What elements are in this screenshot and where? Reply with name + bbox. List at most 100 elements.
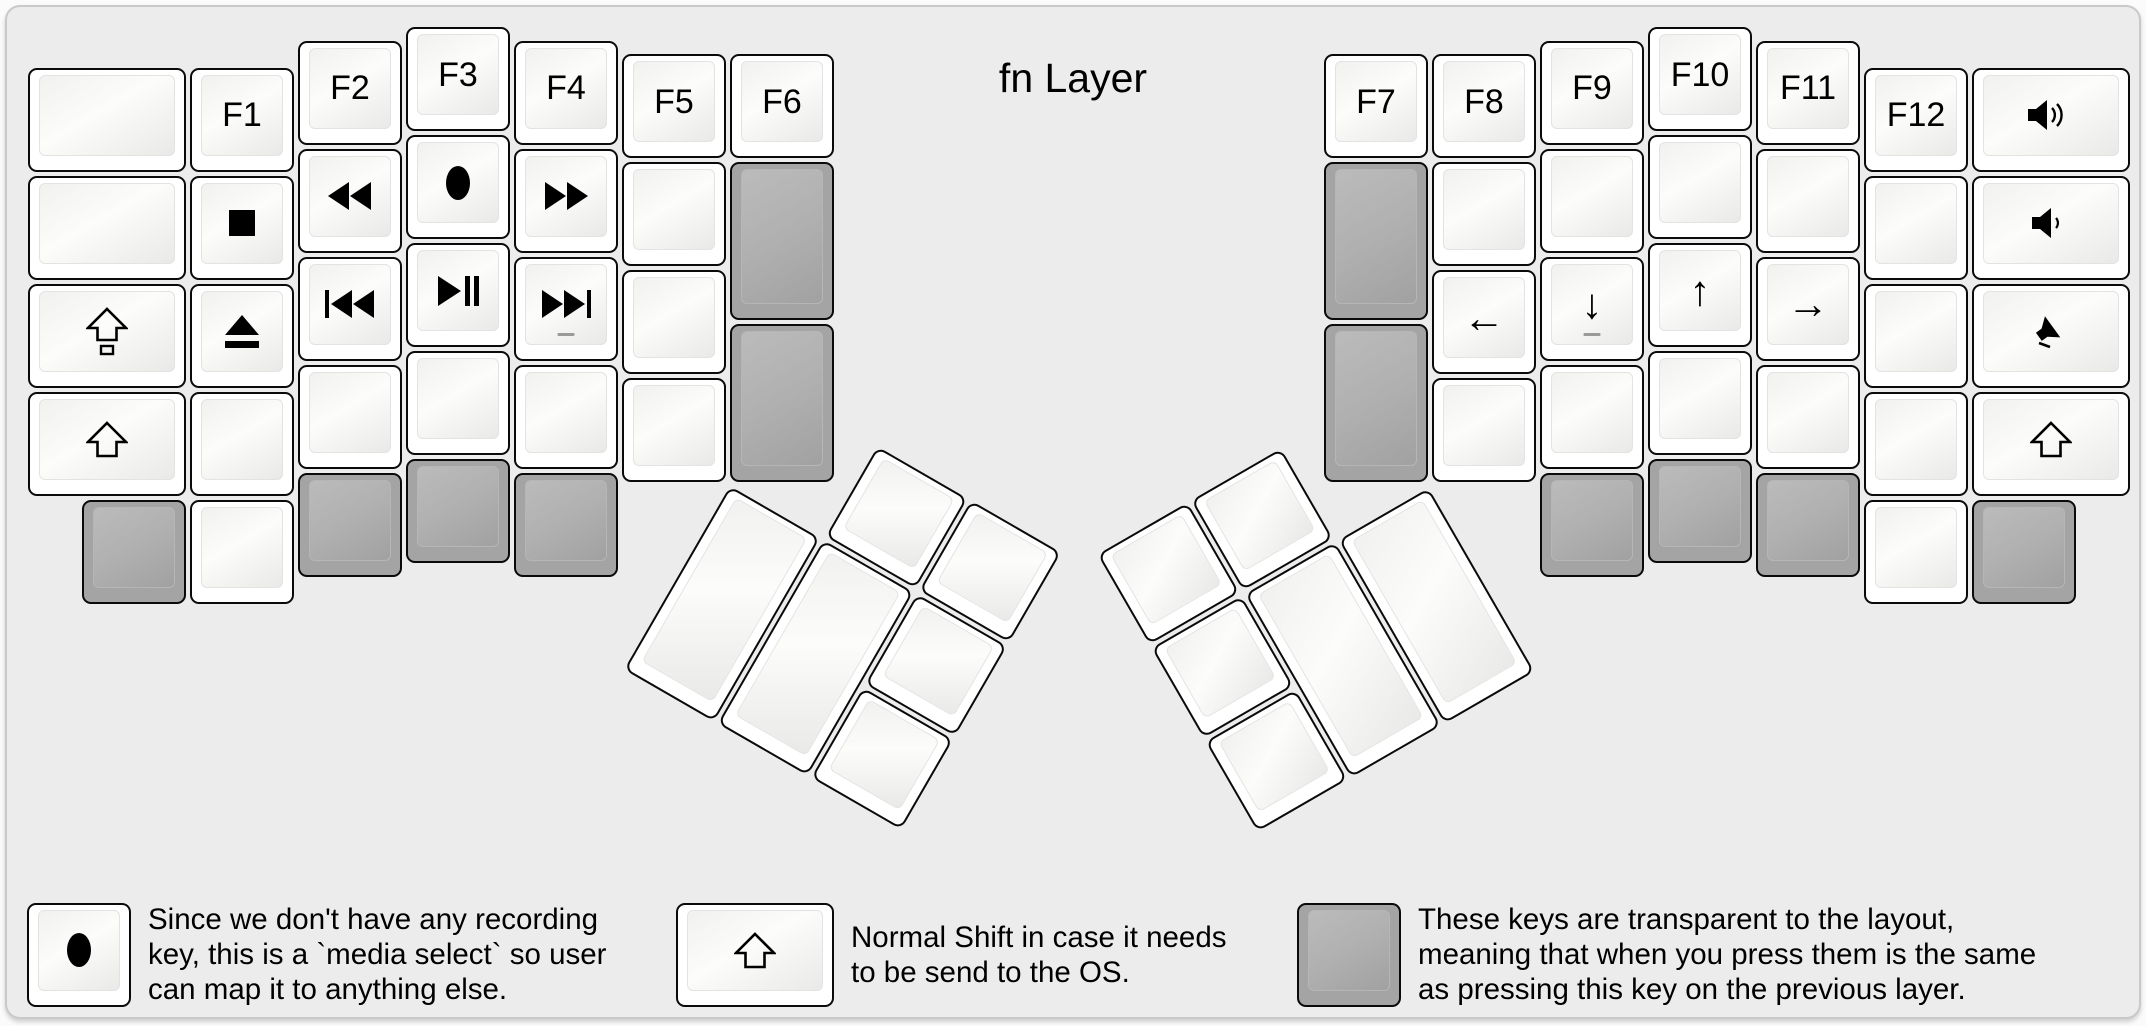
keycap-top: F7	[1335, 61, 1417, 142]
key-blank[interactable]	[28, 175, 186, 280]
key-f12[interactable]: F12	[1864, 67, 1968, 172]
key-transparent[interactable]	[1324, 162, 1428, 320]
eject-icon	[225, 314, 259, 348]
key-f7[interactable]: F7	[1324, 54, 1428, 158]
shift-icon	[2030, 420, 2072, 457]
key-caps-lock[interactable]	[28, 283, 186, 388]
key-volume-up[interactable]	[1972, 67, 2130, 172]
key-shift[interactable]	[1972, 391, 2130, 496]
keycap-top	[1767, 371, 1849, 453]
key-label: F7	[1356, 82, 1396, 121]
key-transparent[interactable]	[730, 324, 834, 482]
key-f2[interactable]: F2	[298, 40, 402, 145]
key-blank[interactable]	[1864, 499, 1968, 604]
homing-bar	[557, 332, 575, 336]
key-blank[interactable]	[1864, 175, 1968, 280]
keycap-top	[1443, 169, 1525, 250]
key-transparent[interactable]	[1756, 472, 1860, 577]
key-blank[interactable]	[514, 364, 618, 469]
key-f4[interactable]: F4	[514, 40, 618, 145]
key-blank[interactable]	[1864, 391, 1968, 496]
key-transparent[interactable]	[1540, 472, 1644, 577]
key-transparent[interactable]	[298, 472, 402, 577]
key-blank[interactable]	[622, 162, 726, 266]
legend-text-shift: Normal Shift in case it needs to be send…	[851, 920, 1226, 990]
key-label: ↓	[1581, 280, 1603, 327]
key-blank[interactable]	[622, 270, 726, 374]
key-blank[interactable]	[28, 67, 186, 172]
key-prev-track[interactable]	[298, 256, 402, 361]
key-eject[interactable]	[190, 283, 294, 388]
key-blank[interactable]	[1648, 135, 1752, 239]
key-fast-forward[interactable]	[514, 148, 618, 253]
key-blank[interactable]	[298, 364, 402, 469]
key-volume-down[interactable]	[1972, 175, 2130, 280]
key-transparent[interactable]	[514, 472, 618, 577]
key-blank[interactable]	[1432, 378, 1536, 482]
keycap-top	[38, 909, 120, 991]
key-blank[interactable]	[1648, 351, 1752, 455]
key-blank[interactable]	[1756, 364, 1860, 469]
legend-key-record	[27, 902, 131, 1007]
keycap-top	[525, 263, 607, 345]
key-blank[interactable]	[1540, 148, 1644, 253]
key-f5[interactable]: F5	[622, 54, 726, 158]
key-f9[interactable]: F9	[1540, 40, 1644, 145]
key-f11[interactable]: F11	[1756, 40, 1860, 145]
legend-key-transparent	[1297, 902, 1401, 1007]
key-transparent[interactable]	[1324, 324, 1428, 482]
key-play-pause[interactable]	[406, 243, 510, 347]
key-blank[interactable]	[622, 378, 726, 482]
key-blank[interactable]	[190, 499, 294, 604]
key-label: ←	[1463, 293, 1505, 341]
key-label: F12	[1886, 96, 1946, 134]
next-track-icon	[542, 290, 591, 318]
keycap-top	[1335, 169, 1417, 304]
key-blank[interactable]	[1432, 162, 1536, 266]
key-transparent[interactable]	[730, 162, 834, 320]
keycap-top	[39, 398, 175, 480]
keycap-top: F12	[1875, 74, 1957, 156]
key-transparent[interactable]	[406, 459, 510, 563]
key-transparent[interactable]	[82, 499, 186, 604]
keycap-top	[1983, 398, 2119, 480]
legend-line: can map it to anything else.	[148, 973, 508, 1006]
key-transparent[interactable]	[1648, 459, 1752, 563]
keycap-top: F3	[417, 34, 499, 115]
keycap-top: F11	[1767, 47, 1849, 129]
key-blank[interactable]	[1540, 364, 1644, 469]
keycap-top	[1659, 142, 1741, 223]
legend-text-record: Since we don't have any recording key, t…	[148, 902, 607, 1007]
key-f8[interactable]: F8	[1432, 54, 1536, 158]
key-arrow-down[interactable]: ↓	[1540, 256, 1644, 361]
key-label: F11	[1779, 69, 1837, 107]
key-blank[interactable]	[406, 351, 510, 455]
keycap-top	[1983, 74, 2119, 156]
key-record[interactable]	[406, 135, 510, 239]
keycap-top	[1551, 371, 1633, 453]
key-f3[interactable]: F3	[406, 27, 510, 131]
key-blank[interactable]	[1756, 148, 1860, 253]
key-blank[interactable]	[1864, 283, 1968, 388]
key-rewind[interactable]	[298, 148, 402, 253]
legend-entry-transparent: These keys are transparent to the layout…	[1297, 902, 2036, 1007]
key-f10[interactable]: F10	[1648, 27, 1752, 131]
keycap-top	[93, 506, 175, 588]
keycap-top	[1443, 385, 1525, 466]
key-blank[interactable]	[190, 391, 294, 496]
key-mute[interactable]	[1972, 283, 2130, 388]
key-f1[interactable]: F1	[190, 67, 294, 172]
key-stop[interactable]	[190, 175, 294, 280]
keycap-top	[1983, 506, 2065, 588]
keycap-top: ↓	[1551, 263, 1633, 345]
key-f6[interactable]: F6	[730, 54, 834, 158]
record-icon	[446, 165, 470, 200]
key-transparent[interactable]	[1972, 499, 2076, 604]
key-arrow-up[interactable]: ↑	[1648, 243, 1752, 347]
key-label: F9	[1572, 69, 1612, 107]
key-shift[interactable]	[28, 391, 186, 496]
keycap-top	[39, 290, 175, 372]
key-next-track[interactable]	[514, 256, 618, 361]
key-arrow-right[interactable]: →	[1756, 256, 1860, 361]
key-arrow-left[interactable]: ←	[1432, 270, 1536, 374]
